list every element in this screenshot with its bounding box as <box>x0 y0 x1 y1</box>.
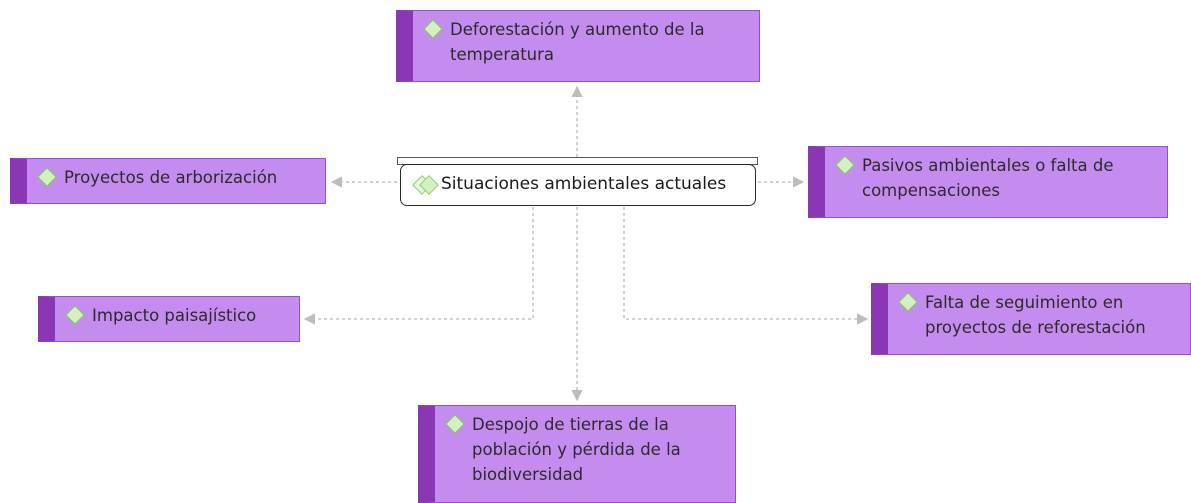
connector-impacto <box>303 207 534 325</box>
diamond-icon <box>898 292 918 312</box>
diamond-icon <box>835 155 855 175</box>
diamond-icon <box>65 305 85 325</box>
central-topic[interactable]: Situaciones ambientales actuales <box>400 164 756 206</box>
topic-label: Despojo de tierras de la población y pér… <box>472 415 681 484</box>
central-topic-label: Situaciones ambientales actuales <box>441 174 727 194</box>
topic-label: Deforestación y aumento de la temperatur… <box>450 20 705 64</box>
topic-deforestacion[interactable]: Deforestación y aumento de la temperatur… <box>396 10 760 82</box>
topic-seguimiento[interactable]: Falta de seguimiento en proyectos de ref… <box>871 283 1191 355</box>
topic-arborizacion[interactable]: Proyectos de arborización <box>10 158 326 204</box>
topic-label: Pasivos ambientales o falta de compensac… <box>862 156 1114 200</box>
topic-despojo[interactable]: Despojo de tierras de la población y pér… <box>418 405 736 503</box>
connector-seguimiento <box>623 207 869 325</box>
diamond-icon <box>423 19 443 39</box>
diamond-icon <box>37 167 57 187</box>
topic-label: Proyectos de arborización <box>64 168 278 187</box>
topic-impacto[interactable]: Impacto paisajístico <box>38 296 300 342</box>
diamond-icon <box>445 414 465 434</box>
topic-label: Impacto paisajístico <box>92 306 257 325</box>
topic-label: Falta de seguimiento en proyectos de ref… <box>925 293 1146 337</box>
topic-pasivos[interactable]: Pasivos ambientales o falta de compensac… <box>808 146 1168 218</box>
